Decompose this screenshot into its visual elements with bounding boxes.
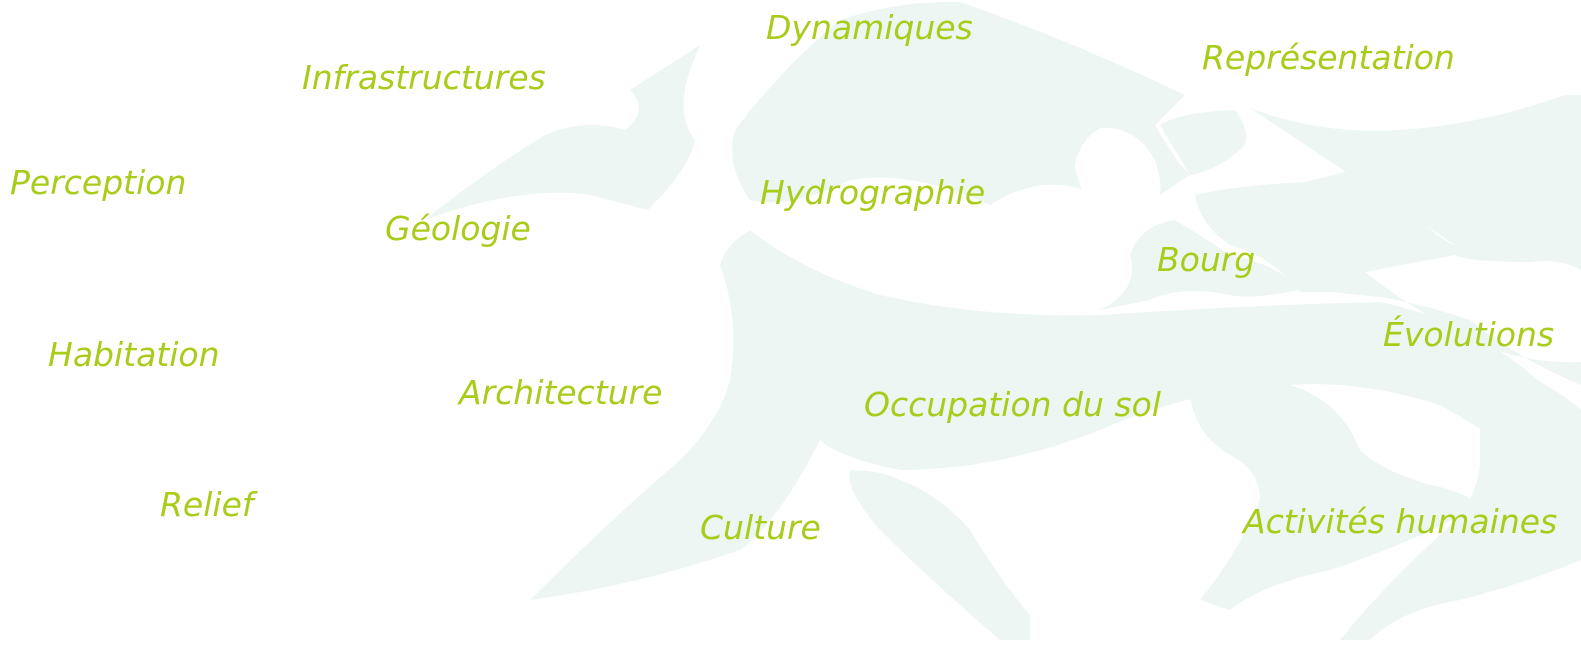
- word-habitation: Habitation: [48, 335, 220, 374]
- word-activites-humaines: Activités humaines: [1243, 502, 1558, 541]
- word-relief: Relief: [160, 485, 254, 524]
- word-occupation-du-sol: Occupation du sol: [864, 385, 1161, 424]
- word-infrastructures: Infrastructures: [302, 58, 546, 97]
- word-perception: Perception: [10, 163, 187, 202]
- word-bourg: Bourg: [1157, 240, 1256, 279]
- word-hydrographie: Hydrographie: [760, 173, 986, 212]
- word-evolutions: Évolutions: [1383, 315, 1555, 354]
- word-dynamiques: Dynamiques: [766, 8, 973, 47]
- word-architecture: Architecture: [459, 373, 663, 412]
- word-geologie: Géologie: [385, 209, 531, 248]
- word-culture: Culture: [700, 508, 821, 547]
- word-representation: Représentation: [1202, 38, 1455, 77]
